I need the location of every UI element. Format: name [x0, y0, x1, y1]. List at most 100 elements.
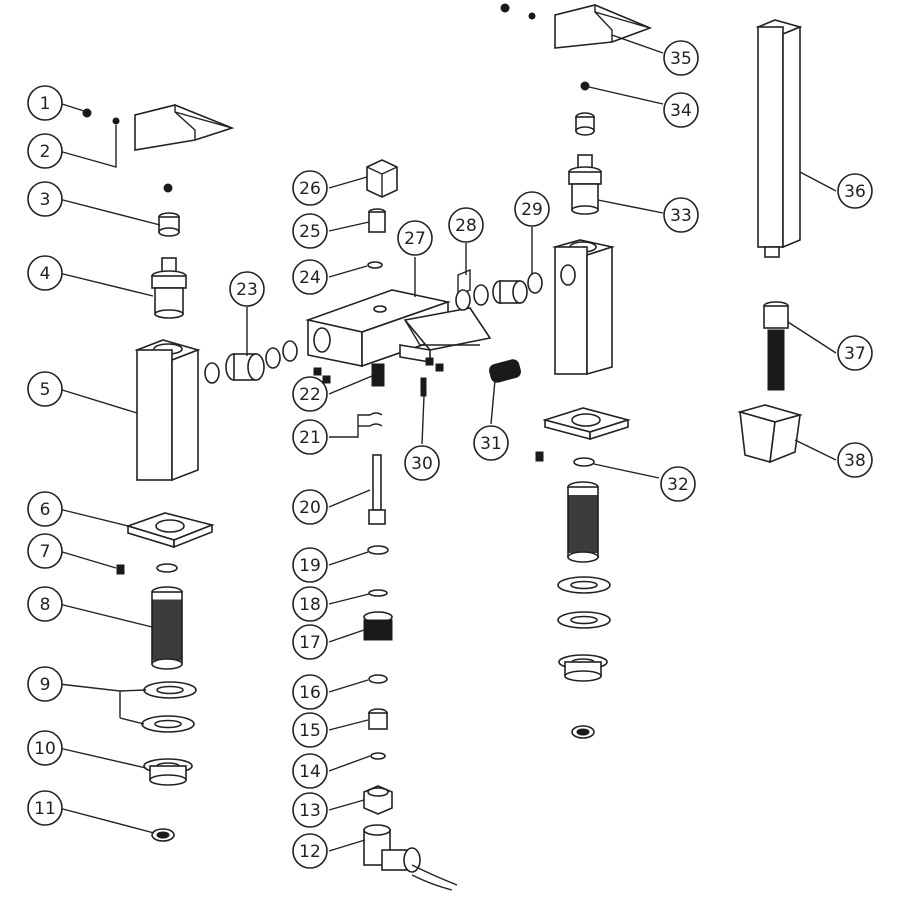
- callout-23: 23: [229, 271, 265, 307]
- right-bottom-washer: [571, 725, 595, 739]
- callout-16: 16: [292, 674, 328, 710]
- callout-circle: [27, 790, 63, 826]
- callout-circle: [663, 197, 699, 233]
- callout-circle: [292, 792, 328, 828]
- callout-circle: [663, 40, 699, 76]
- callout-circle: [292, 419, 328, 455]
- callout-number: 13: [299, 801, 321, 821]
- callout-number: 33: [670, 206, 692, 226]
- left-threaded-shank: [151, 586, 183, 670]
- callout-number: 36: [844, 182, 866, 202]
- callout-circle: [292, 259, 328, 295]
- callout-4: 4: [27, 255, 63, 291]
- callout-22: 22: [292, 376, 328, 412]
- right-inlet-check-valve: [492, 280, 528, 304]
- callout-number: 24: [299, 268, 321, 288]
- left-fixing-plate: [125, 512, 215, 549]
- spout-screws: [313, 357, 444, 384]
- callout-circle: [292, 170, 328, 206]
- callout-circle: [292, 712, 328, 748]
- right-washer-small: [573, 457, 595, 467]
- callout-circle: [27, 133, 63, 169]
- left-handle-grub-screw: [82, 108, 92, 118]
- callout-36: 36: [837, 173, 873, 209]
- callout-number: 6: [40, 500, 51, 520]
- callout-circle: [473, 425, 509, 461]
- callout-1: 1: [27, 85, 63, 121]
- callout-number: 3: [40, 190, 51, 210]
- left-inlet-oring: [204, 362, 220, 384]
- callout-circle: [292, 586, 328, 622]
- callout-number: 17: [299, 633, 321, 653]
- callout-circle: [27, 533, 63, 569]
- callout-number: 5: [40, 380, 51, 400]
- callout-number: 12: [299, 842, 321, 862]
- callout-14: 14: [292, 753, 328, 789]
- callout-number: 30: [411, 454, 433, 474]
- callout-circle: [27, 666, 63, 702]
- callout-circle: [837, 442, 873, 478]
- spindle-washers: [367, 545, 389, 760]
- callout-17: 17: [292, 624, 328, 660]
- left-grub-screw: [116, 564, 125, 575]
- callout-number: 26: [299, 179, 321, 199]
- right-fixing-plate: [542, 407, 631, 441]
- callout-33: 33: [663, 197, 699, 233]
- callout-circle: [837, 335, 873, 371]
- callout-number: 27: [404, 229, 426, 249]
- callout-number: 22: [299, 385, 321, 405]
- callout-circle: [660, 466, 696, 502]
- callout-number: 15: [299, 721, 321, 741]
- callout-circle: [27, 371, 63, 407]
- callout-9: 9: [27, 666, 63, 702]
- spindle-nut: [363, 611, 393, 641]
- callout-24: 24: [292, 259, 328, 295]
- callout-12: 12: [292, 833, 328, 869]
- right-washer-pair: [557, 576, 611, 629]
- callout-circle: [448, 207, 484, 243]
- callout-circle: [27, 730, 63, 766]
- left-adapter-sleeve: [158, 212, 180, 237]
- callout-6: 6: [27, 491, 63, 527]
- callout-circle: [514, 191, 550, 227]
- spout-body: [305, 289, 492, 368]
- left-body-pillar: [134, 339, 201, 482]
- callout-number: 10: [34, 739, 56, 759]
- callout-circle: [27, 181, 63, 217]
- callout-circle: [292, 547, 328, 583]
- right-threaded-shank: [567, 481, 599, 563]
- callout-27: 27: [397, 220, 433, 256]
- callout-number: 19: [299, 556, 321, 576]
- callout-number: 1: [40, 94, 51, 114]
- callout-circle: [27, 586, 63, 622]
- callout-number: 35: [670, 49, 692, 69]
- hose-nut: [363, 785, 393, 815]
- callout-circle: [292, 833, 328, 869]
- callout-19: 19: [292, 547, 328, 583]
- callout-number: 4: [40, 264, 51, 284]
- callout-15: 15: [292, 712, 328, 748]
- callout-number: 21: [299, 428, 321, 448]
- diverter-clips: [369, 412, 383, 427]
- callout-number: 38: [844, 451, 866, 471]
- callout-31: 31: [473, 425, 509, 461]
- right-inlet-orings: [455, 272, 543, 311]
- callout-circle: [292, 489, 328, 525]
- callout-circle: [404, 445, 440, 481]
- callout-29: 29: [514, 191, 550, 227]
- callout-number: 2: [40, 142, 51, 162]
- top-oring: [367, 261, 383, 269]
- callout-number: 28: [455, 216, 477, 236]
- callout-circle: [397, 220, 433, 256]
- callout-number: 8: [40, 595, 51, 615]
- right-adapter-sleeve: [575, 112, 595, 136]
- callout-7: 7: [27, 533, 63, 569]
- left-back-nut: [143, 758, 193, 786]
- callout-32: 32: [660, 466, 696, 502]
- callout-circle: [27, 85, 63, 121]
- callout-circle: [292, 213, 328, 249]
- callout-circle: [229, 271, 265, 307]
- left-washer-small: [156, 563, 178, 573]
- left-handle-small-screw: [112, 117, 120, 125]
